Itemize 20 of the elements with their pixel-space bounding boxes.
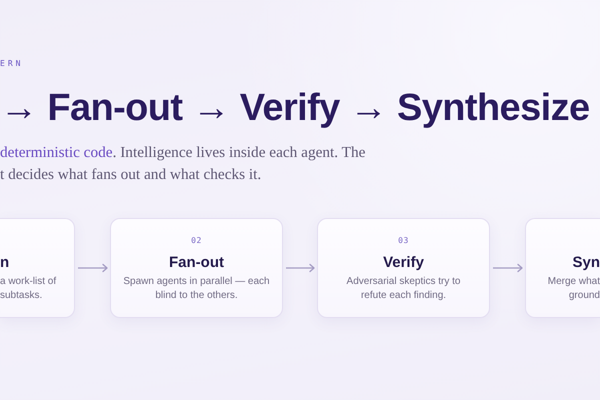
arrow	[78, 264, 108, 272]
step-title: Syn	[572, 253, 600, 273]
page-heading: → Fan-out → Verify → Synthesize	[0, 88, 590, 128]
step-number: 03	[397, 236, 410, 246]
step-description: a work-list of subtasks.	[0, 275, 58, 303]
step-card	[317, 218, 490, 318]
step-title: n	[0, 253, 10, 273]
arrow	[493, 264, 523, 272]
step-title: Verify	[382, 253, 425, 273]
step-card	[110, 218, 283, 318]
intro-paragraph: deterministic code. Intelligence lives inside each agent. The t decides what fans out and what checks it.	[0, 143, 366, 185]
step-card	[525, 218, 600, 318]
step-card	[0, 218, 75, 318]
step-title: Fan-out	[168, 253, 225, 273]
step-description: Merge what ground	[546, 275, 600, 303]
eyebrow-label: ERN	[0, 59, 24, 69]
step-description: Adversarial skeptics try to refute each finding.	[346, 275, 462, 303]
step-description: Spawn agents in parallel — each blind to the others.	[122, 275, 271, 303]
arrow	[286, 264, 315, 272]
step-number: 02	[190, 236, 203, 246]
